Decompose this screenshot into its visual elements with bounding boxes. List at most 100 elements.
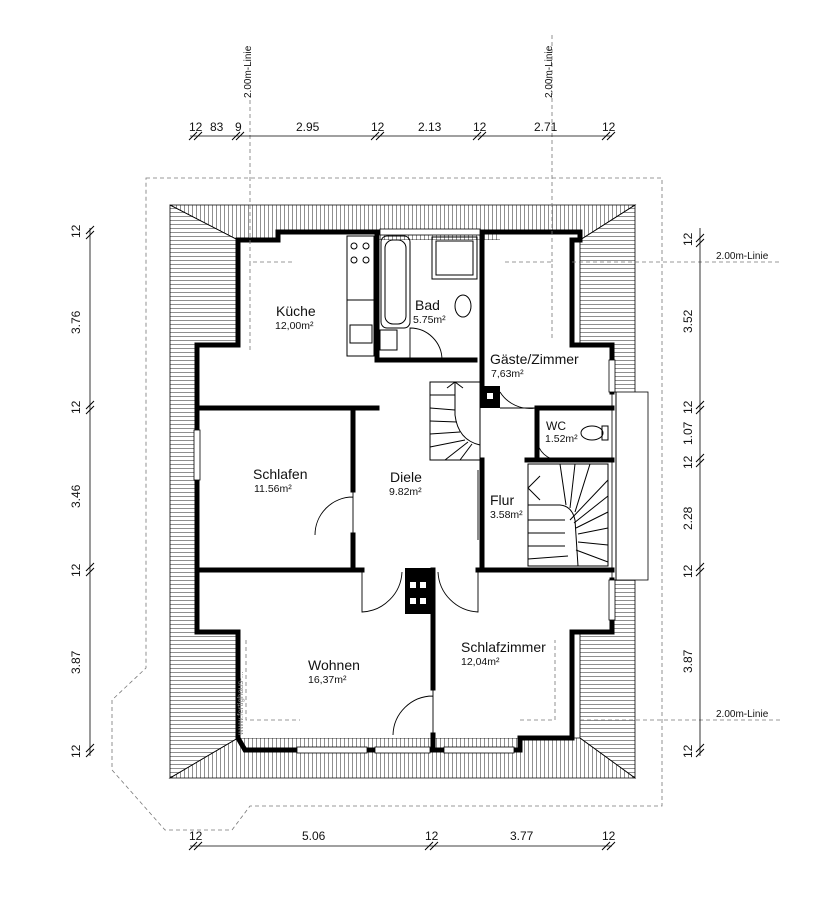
dim-top-5: 2.13 xyxy=(418,120,442,134)
room-kueche-name: Küche xyxy=(276,303,316,319)
room-labels: Küche 12,00m² Bad 5.75m² Gäste/Zimmer 7,… xyxy=(253,297,579,686)
dimension-left: 12 3.76 12 3.46 12 3.87 12 xyxy=(69,224,91,758)
kitchen-counter xyxy=(346,235,375,357)
dim-tick xyxy=(193,841,203,851)
linie-label-top-right: 2.00m-Linie xyxy=(544,45,555,98)
dim-tick xyxy=(85,562,95,572)
room-wc-name: WC xyxy=(546,419,566,433)
dim-tick xyxy=(695,562,705,572)
dim-right-5: 2.28 xyxy=(681,506,695,530)
dim-tick xyxy=(188,131,198,141)
dim-tick xyxy=(193,131,203,141)
floor-area xyxy=(197,232,612,738)
dim-tick xyxy=(695,743,705,753)
dim-tick xyxy=(85,225,95,235)
dim-tick xyxy=(606,841,616,851)
staircase-upper xyxy=(429,381,481,461)
dim-top-3: 2.95 xyxy=(296,120,320,134)
dim-bottom-4: 12 xyxy=(602,829,616,843)
room-schlafen-area: 11.56m² xyxy=(254,483,292,495)
dim-tick xyxy=(695,233,705,243)
dim-tick xyxy=(601,131,611,141)
room-wc-area: 1.52m² xyxy=(545,433,578,445)
dim-tick xyxy=(85,230,95,240)
room-wohnen-area: 16,37m² xyxy=(308,674,347,686)
dim-tick xyxy=(370,131,380,141)
dim-tick xyxy=(695,453,705,463)
dim-tick xyxy=(695,238,705,248)
dim-top-4: 12 xyxy=(371,120,385,134)
room-diele-area: 9.82m² xyxy=(389,486,422,498)
room-flur-area: 3.58m² xyxy=(490,509,523,521)
bathroom-fixtures xyxy=(379,235,478,351)
dim-right-0: 12 xyxy=(681,232,695,246)
dimension-top: 12 83 9 2.95 12 2.13 12 2.71 12 xyxy=(189,120,616,137)
room-flur-name: Flur xyxy=(490,492,514,508)
dim-bottom-2: 12 xyxy=(425,829,439,843)
dim-left-4: 12 xyxy=(69,563,83,577)
room-diele-name: Diele xyxy=(390,469,422,485)
dim-tick xyxy=(695,567,705,577)
dim-tick xyxy=(695,405,705,415)
dim-left-1: 3.76 xyxy=(69,310,83,334)
dim-tick xyxy=(85,743,95,753)
dim-right-6: 12 xyxy=(681,564,695,578)
dim-left-6: 12 xyxy=(69,744,83,758)
room-bad-name: Bad xyxy=(415,297,440,313)
dim-tick xyxy=(85,748,95,758)
dim-bottom-3: 3.77 xyxy=(510,829,534,843)
dim-tick xyxy=(472,131,482,141)
linie-label-right-bottom: 2.00m-Linie xyxy=(716,709,769,720)
dimension-ticks xyxy=(85,131,705,851)
dim-top-7: 2.71 xyxy=(534,120,558,134)
dim-top-8: 12 xyxy=(602,120,616,134)
dim-tick xyxy=(601,841,611,851)
dim-right-2: 12 xyxy=(681,400,695,414)
linie-label-right-top: 2.00m-Linie xyxy=(716,251,769,262)
dim-top-0: 12 xyxy=(189,120,203,134)
dim-left-2: 12 xyxy=(69,400,83,414)
dimension-bottom: 12 5.06 12 3.77 12 xyxy=(189,829,616,847)
room-gaeste-name: Gäste/Zimmer xyxy=(490,351,579,367)
room-bad-area: 5.75m² xyxy=(413,314,446,326)
dim-left-0: 12 xyxy=(69,224,83,238)
room-schlafen-name: Schlafen xyxy=(253,466,307,482)
dim-bottom-1: 5.06 xyxy=(302,829,326,843)
dim-tick xyxy=(424,841,434,851)
dim-right-3: 1.07 xyxy=(681,421,695,445)
dim-tick xyxy=(606,131,616,141)
room-wohnen-name: Wohnen xyxy=(308,657,360,673)
windows xyxy=(193,228,616,754)
dim-top-2: 9 xyxy=(235,120,242,134)
dim-tick xyxy=(85,567,95,577)
dim-left-3: 3.46 xyxy=(69,484,83,508)
dim-tick xyxy=(477,131,487,141)
dim-tick xyxy=(695,400,705,410)
dim-tick xyxy=(85,400,95,410)
roof-overhang-outline xyxy=(111,177,663,831)
dim-tick xyxy=(231,131,241,141)
dim-tick xyxy=(235,131,245,141)
dim-left-5: 3.87 xyxy=(69,650,83,674)
room-kueche-area: 12,00m² xyxy=(275,320,314,332)
linie-label-top-left: 2.00m-Linie xyxy=(243,45,254,98)
dim-bottom-0: 12 xyxy=(189,829,203,843)
dim-tick xyxy=(188,841,198,851)
watermark: www.fertighaus-... xyxy=(236,671,245,736)
room-schlafzimmer-name: Schlafzimmer xyxy=(461,639,546,655)
wc-fixture xyxy=(580,425,609,441)
dim-right-8: 12 xyxy=(681,744,695,758)
dim-tick xyxy=(375,131,385,141)
height-reference-lines xyxy=(249,35,780,721)
bay-window-frame xyxy=(611,391,649,581)
dim-right-1: 3.52 xyxy=(681,309,695,333)
chimney xyxy=(405,386,500,614)
dim-top-1: 83 xyxy=(210,120,224,134)
dim-right-4: 12 xyxy=(681,455,695,469)
staircase-lower xyxy=(527,463,609,567)
dim-right-7: 3.87 xyxy=(681,649,695,673)
dim-tick xyxy=(695,748,705,758)
room-gaeste-area: 7,63m² xyxy=(491,368,524,380)
dim-tick xyxy=(429,841,439,851)
